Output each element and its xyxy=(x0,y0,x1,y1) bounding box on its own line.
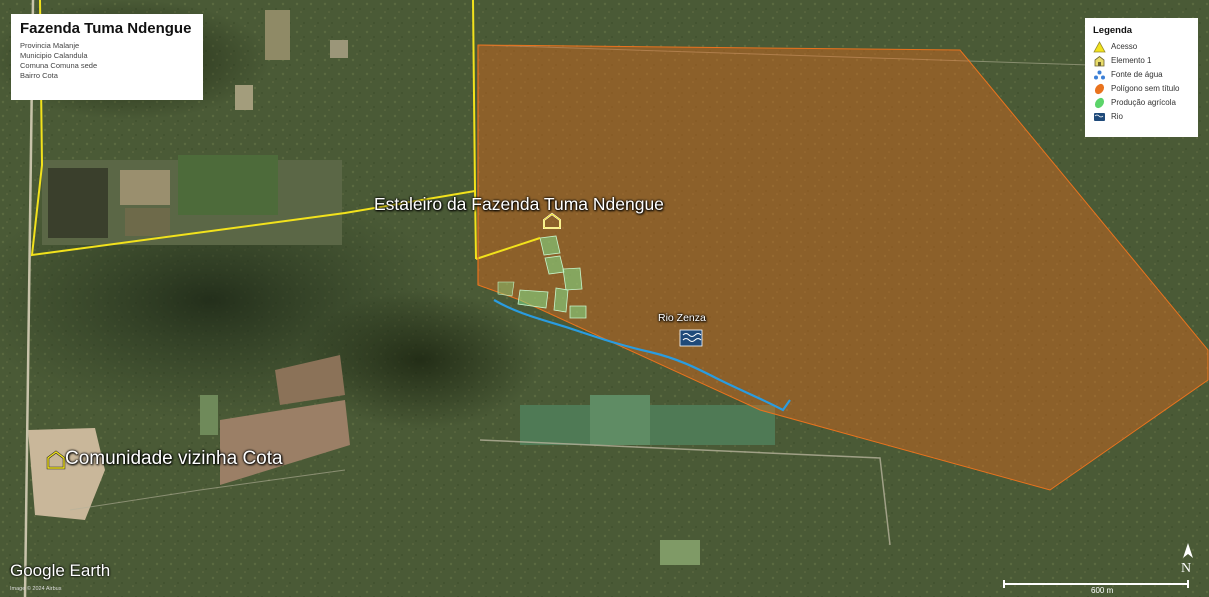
scale-tick xyxy=(1187,580,1189,588)
north-arrow-icon xyxy=(1183,543,1193,558)
map-label-cota[interactable]: Comunidade vizinha Cota xyxy=(65,448,283,469)
dirt-road xyxy=(479,439,891,546)
subtitle-province: Provincia Malanje xyxy=(20,41,80,50)
farm-plots xyxy=(497,235,587,319)
house-icon xyxy=(1094,55,1105,67)
scale-label: 600 m xyxy=(1091,586,1114,595)
imagery-credit: Image © 2024 Airbus xyxy=(10,586,62,592)
google-earth-logo: Google Earth xyxy=(10,561,111,580)
access-lines xyxy=(30,0,541,260)
legend-panel: Legenda Acesso Elemento 1 Fonte de água … xyxy=(1085,18,1198,137)
north-arrow: N xyxy=(1177,542,1199,580)
field-block xyxy=(660,540,700,565)
scale-tick xyxy=(1003,580,1005,588)
village-area xyxy=(28,428,105,520)
house-icon[interactable] xyxy=(46,450,66,470)
legend-title: Legenda xyxy=(1093,25,1133,36)
legend-item-acesso[interactable]: Acesso xyxy=(1093,41,1197,54)
field-block xyxy=(125,208,170,236)
legend-item-poligono[interactable]: Polígono sem título xyxy=(1093,83,1197,96)
subtitle-neighborhood: Bairro Cota xyxy=(20,71,58,80)
field-block xyxy=(590,395,650,445)
legend-item-rio[interactable]: Rio xyxy=(1093,111,1197,124)
legend-item-elemento[interactable]: Elemento 1 xyxy=(1093,55,1197,68)
legend-label: Rio xyxy=(1111,112,1124,121)
legend-label: Polígono sem título xyxy=(1111,84,1180,93)
field-block xyxy=(265,10,290,60)
river-icon xyxy=(1094,113,1105,121)
field-block xyxy=(48,168,108,238)
field-block xyxy=(330,40,348,58)
field-block xyxy=(235,85,253,110)
road-icon xyxy=(1093,41,1106,53)
scale-bar: 600 m xyxy=(1003,580,1189,597)
field-block xyxy=(275,355,345,405)
map-label-estaleiro[interactable]: Estaleiro da Fazenda Tuma Ndengue xyxy=(374,194,664,214)
legend-label: Fonte de água xyxy=(1111,70,1163,79)
green-polygon-icon xyxy=(1094,97,1105,109)
river-zenza xyxy=(493,299,791,412)
map-label-rio-zenza[interactable]: Rio Zenza xyxy=(658,312,706,324)
field-block xyxy=(200,395,218,435)
dark-forest-area-2 xyxy=(300,290,540,430)
map-title: Fazenda Tuma Ndengue xyxy=(20,20,192,37)
house-icon[interactable] xyxy=(543,212,561,229)
scale-line xyxy=(1003,583,1189,585)
water-drops-icon xyxy=(1094,70,1105,80)
legend-label: Acesso xyxy=(1111,42,1138,51)
dirt-road xyxy=(479,44,1091,66)
field-block xyxy=(120,170,170,205)
orange-polygon-icon xyxy=(1094,83,1105,95)
title-panel: Fazenda Tuma Ndengue Provincia Malanje M… xyxy=(11,14,203,100)
dirt-road xyxy=(69,469,346,511)
legend-label: Produção agrícola xyxy=(1111,98,1176,107)
river-icon[interactable] xyxy=(679,329,703,347)
legend-item-producao[interactable]: Produção agrícola xyxy=(1093,97,1197,110)
field-block xyxy=(178,155,278,215)
north-label: N xyxy=(1181,561,1192,576)
untitled-polygon xyxy=(477,44,1209,491)
subtitle-municipality: Municipio Calandula xyxy=(20,51,88,60)
legend-item-fonte[interactable]: Fonte de água xyxy=(1093,69,1197,82)
subtitle-commune: Comuna Comuna sede xyxy=(20,61,98,70)
field-block xyxy=(220,400,350,485)
legend-label: Elemento 1 xyxy=(1111,56,1152,65)
